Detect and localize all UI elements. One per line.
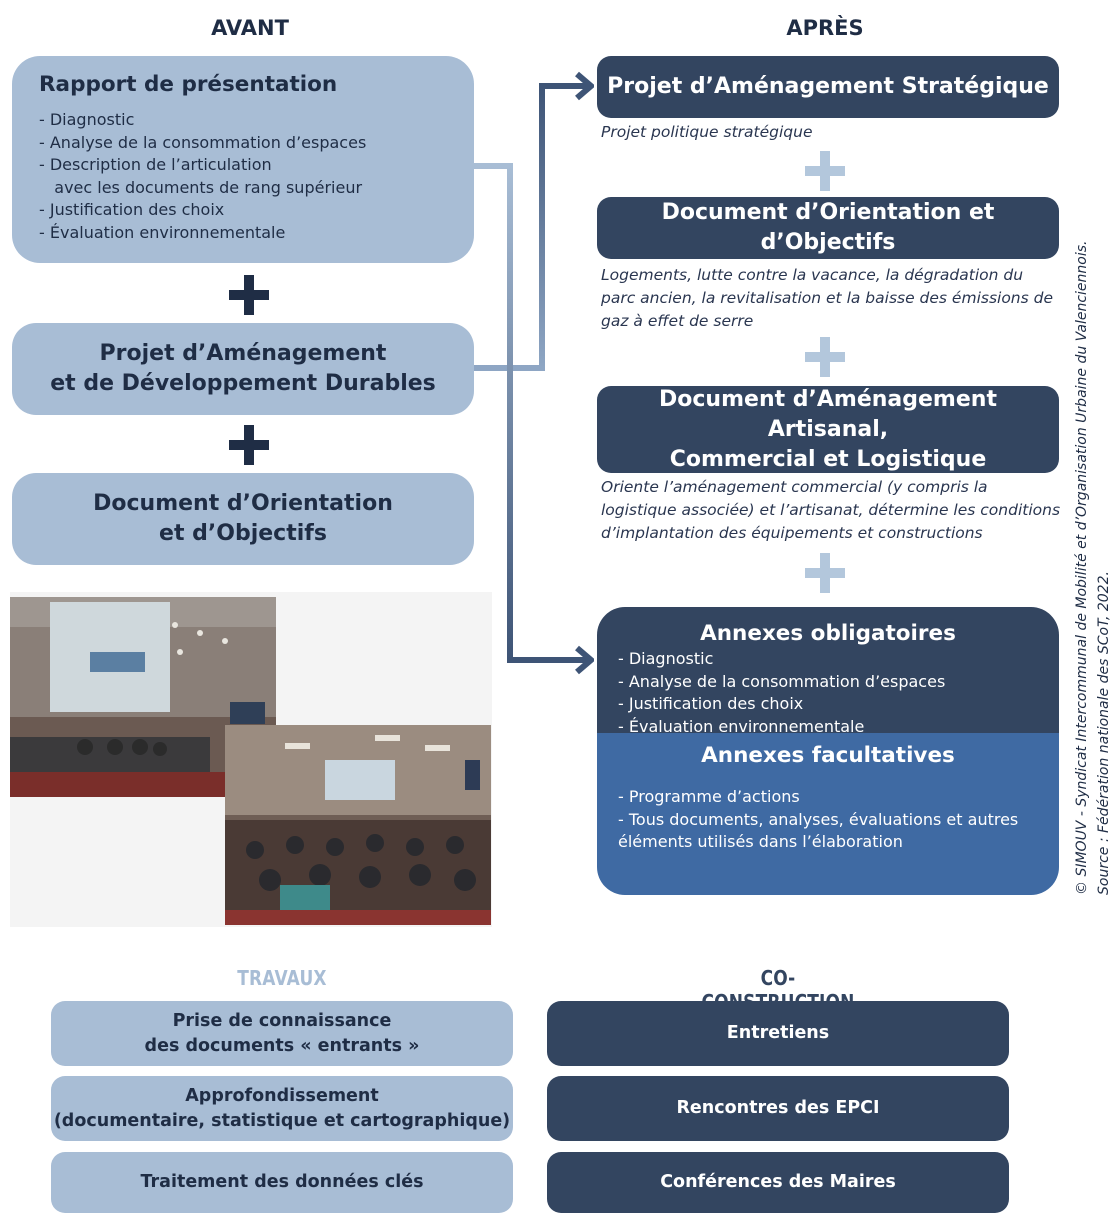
apres-header: APRÈS xyxy=(786,16,864,40)
doo-after-box: Document d’Orientation et d’Objectifs xyxy=(597,197,1059,259)
list-item: - Évaluation environnementale xyxy=(39,222,286,242)
list-item: - Évaluation environnementale xyxy=(618,716,865,736)
arrow-right-icon xyxy=(575,71,594,101)
daacl-caption: Oriente l’aménagement commercial (y comp… xyxy=(601,476,1060,545)
doo-before-line1: Document d’Orientation xyxy=(93,491,393,516)
caption-line: d’implantation des équipements et constr… xyxy=(601,524,983,542)
travaux-line: Traitement des données clés xyxy=(140,1172,424,1192)
annexes-obligatoires-title: Annexes obligatoires xyxy=(700,621,956,646)
list-item: - Diagnostic xyxy=(618,649,714,668)
caption-line: parc ancien, la revitalisation et la bai… xyxy=(601,289,1054,307)
plus-icon xyxy=(805,337,845,377)
annexes-obligatoires-list: - Diagnostic - Analyse de la consommatio… xyxy=(618,648,1059,738)
travaux-header: TRAVAUX xyxy=(237,966,327,990)
credit-line1: © SIMOUV - Syndicat Intercommunal de Mob… xyxy=(1074,240,1090,895)
meeting-photo-audience xyxy=(225,725,491,925)
list-item: - Analyse de la consommation d’espaces xyxy=(39,132,367,152)
credit-line2: Source : Fédération nationale des SCoT, … xyxy=(1096,571,1112,895)
travaux-line: Prise de connaissance xyxy=(172,1010,392,1031)
travaux-item: Approfondissement (documentaire, statist… xyxy=(51,1076,513,1141)
connector-arrows xyxy=(474,71,594,675)
plus-icon xyxy=(229,425,269,465)
caption-line: gaz à effet de serre xyxy=(601,312,754,330)
rapport-title: Rapport de présentation xyxy=(39,72,338,97)
annexes-box: Annexes obligatoires - Diagnostic - Anal… xyxy=(597,607,1059,895)
arrow-right-icon xyxy=(575,645,594,675)
list-item: - Programme d’actions xyxy=(618,787,800,806)
doo-after-caption: Logements, lutte contre la vacance, la d… xyxy=(601,264,1053,333)
rapport-presentation-box: Rapport de présentation - Diagnostic - A… xyxy=(12,56,474,263)
padd-line2: et de Développement Durables xyxy=(50,371,436,396)
caption-line: Logements, lutte contre la vacance, la d… xyxy=(601,266,1024,284)
daacl-line2: Commercial et Logistique xyxy=(669,446,987,472)
pas-box: Projet d’Aménagement Stratégique xyxy=(597,56,1059,118)
caption-line: Oriente l’aménagement commercial (y comp… xyxy=(601,478,988,496)
list-item: - Diagnostic xyxy=(39,110,135,129)
plus-icon xyxy=(805,553,845,593)
coconstruction-item: Entretiens xyxy=(547,1001,1009,1066)
annexes-facultatives-list: - Programme d’actions - Tous documents, … xyxy=(618,786,1059,854)
plus-icon xyxy=(805,151,845,191)
arrow-to-annexes xyxy=(474,163,589,663)
doo-before-line2: et d’Objectifs xyxy=(159,521,327,546)
list-item: - Justification des choix xyxy=(618,694,804,713)
plus-icon xyxy=(229,275,269,315)
pas-title: Projet d’Aménagement Stratégique xyxy=(607,74,1049,99)
doo-before-box: Document d’Orientation et d’Objectifs xyxy=(12,473,474,565)
coconstruction-item: Rencontres des EPCI xyxy=(547,1076,1009,1141)
padd-box: Projet d’Aménagement et de Développement… xyxy=(12,323,474,415)
annexes-facultatives-section: Annexes facultatives - Programme d’actio… xyxy=(597,733,1059,895)
meeting-photo-stage xyxy=(10,597,276,797)
rapport-list: - Diagnostic - Analyse de la consommatio… xyxy=(39,109,474,244)
credit-text: © SIMOUV - Syndicat Intercommunal de Mob… xyxy=(1071,95,1112,895)
annexes-facultatives-title: Annexes facultatives xyxy=(701,743,955,768)
travaux-item: Traitement des données clés xyxy=(51,1152,513,1213)
list-item: éléments utilisés dans l’élaboration xyxy=(618,832,903,851)
arrow-to-pas xyxy=(474,83,589,371)
list-item: avec les documents de rang supérieur xyxy=(39,177,363,197)
travaux-line: Approfondissement xyxy=(185,1085,379,1106)
travaux-line: (documentaire, statistique et cartograph… xyxy=(53,1110,511,1131)
list-item: - Description de l’articulation xyxy=(39,155,272,174)
caption-line: logistique associée) et l’artisanat, dét… xyxy=(601,501,1061,519)
travaux-line: des documents « entrants » xyxy=(144,1035,420,1056)
annexes-obligatoires-section: Annexes obligatoires - Diagnostic - Anal… xyxy=(597,607,1059,736)
list-item: - Analyse de la consommation d’espaces xyxy=(618,671,946,691)
daacl-box: Document d’Aménagement Artisanal, Commer… xyxy=(597,386,1059,473)
list-item: - Tous documents, analyses, évaluations … xyxy=(618,809,1019,829)
pas-caption: Projet politique stratégique xyxy=(601,123,813,141)
doo-after-title: Document d’Orientation et d’Objectifs xyxy=(661,200,995,255)
travaux-item: Prise de connaissance des documents « en… xyxy=(51,1001,513,1066)
avant-header: AVANT xyxy=(211,16,289,40)
list-item: - Justification des choix xyxy=(39,200,225,219)
padd-line1: Projet d’Aménagement xyxy=(99,341,387,366)
daacl-line1: Document d’Aménagement Artisanal, xyxy=(659,386,997,442)
coconstruction-item: Conférences des Maires xyxy=(547,1152,1009,1213)
